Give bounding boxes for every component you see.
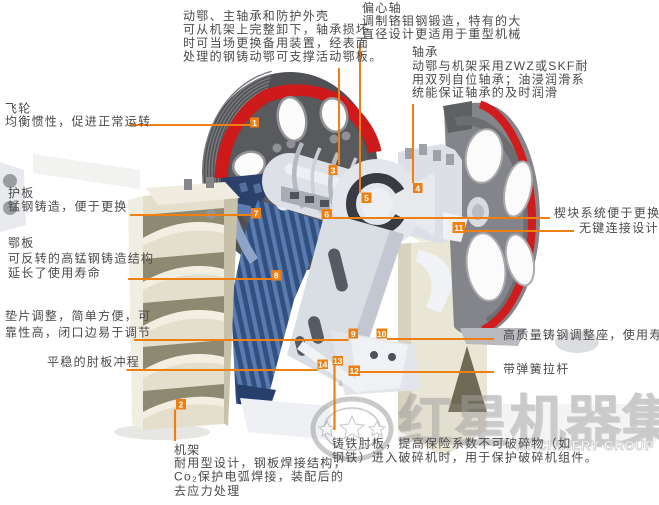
svg-text:无键连接设计: 无键连接设计	[579, 220, 659, 235]
svg-text:13: 13	[333, 356, 343, 366]
svg-text:带弹簧拉杆: 带弹簧拉杆	[503, 361, 570, 376]
svg-text:去应力处理: 去应力处理	[174, 483, 241, 498]
svg-text:动鄂与机架采用ZWZ或SKF耐: 动鄂与机架采用ZWZ或SKF耐	[412, 59, 589, 73]
svg-text:飞轮: 飞轮	[5, 102, 32, 116]
svg-text:14: 14	[318, 360, 328, 370]
svg-text:5: 5	[364, 193, 369, 203]
svg-text:3: 3	[331, 166, 336, 176]
svg-text:延长了使用寿命: 延长了使用寿命	[8, 265, 101, 280]
svg-text:鄂板: 鄂板	[8, 236, 35, 250]
svg-text:1: 1	[252, 118, 257, 128]
svg-text:楔块系统便于更换: 楔块系统便于更换	[554, 206, 659, 220]
svg-text:红星机器集团: 红星机器集团	[398, 391, 659, 454]
svg-text:高质量铸钢调整座，使用寿命长: 高质量铸钢调整座，使用寿命长	[503, 327, 659, 342]
svg-text:MACHINERY GROUP: MACHINERY GROUP	[516, 438, 654, 453]
svg-text:平稳的肘板冲程: 平稳的肘板冲程	[47, 354, 140, 369]
svg-text:6: 6	[324, 210, 329, 220]
svg-text:偏心轴: 偏心轴	[362, 0, 402, 15]
svg-text:轴承: 轴承	[412, 44, 439, 59]
svg-text:垫片调整，简单方便，可: 垫片调整，简单方便，可	[5, 308, 151, 323]
svg-text:红星机器集团: 红星机器集团	[397, 390, 659, 453]
svg-text:7: 7	[254, 209, 259, 219]
svg-text:钢铁）进入破碎机时，用于保护破碎机组件。: 钢铁）进入破碎机时，用于保护破碎机组件。	[332, 450, 598, 465]
svg-text:调制铬钼钢锻造，特有的大: 调制铬钼钢锻造，特有的大	[362, 13, 522, 28]
svg-text:耐用型设计，钢板焊接结构，: 耐用型设计，钢板焊接结构，	[174, 455, 347, 470]
svg-text:统能保证轴承的及时润滑: 统能保证轴承的及时润滑	[412, 85, 558, 100]
svg-text:12: 12	[349, 366, 359, 376]
svg-text:锰钢铸造，便于更换: 锰钢铸造，便于更换	[8, 199, 128, 214]
svg-text:8: 8	[274, 271, 279, 281]
svg-text:铸铁肘板，提高保险系数不可破碎物（如: 铸铁肘板，提高保险系数不可破碎物（如	[332, 436, 571, 451]
svg-text:4: 4	[415, 184, 420, 194]
svg-text:处理的钢铸动鄂可支撑活动鄂板。: 处理的钢铸动鄂可支撑活动鄂板。	[183, 49, 383, 64]
svg-text:直径设计更适用于重型机械: 直径设计更适用于重型机械	[362, 26, 522, 41]
svg-text:靠性高，闭口边易于调节: 靠性高，闭口边易于调节	[5, 325, 151, 340]
svg-text:机架: 机架	[174, 443, 201, 457]
svg-text:Co₂保护电弧焊接，装配后的: Co₂保护电弧焊接，装配后的	[174, 469, 344, 484]
svg-text:时可当场更换备用装置，经表面: 时可当场更换备用装置，经表面	[183, 36, 369, 50]
svg-text:10: 10	[377, 329, 387, 339]
svg-text:均衡惯性，促进正常运转: 均衡惯性，促进正常运转	[5, 114, 151, 129]
svg-text:11: 11	[454, 223, 463, 233]
svg-text:可反转的高锰钢铸造结构: 可反转的高锰钢铸造结构	[8, 251, 154, 266]
svg-text:用双列自位轴承；油浸润滑系: 用双列自位轴承；油浸润滑系	[412, 72, 585, 87]
svg-text:2: 2	[179, 400, 184, 410]
svg-text:护板: 护板	[8, 186, 35, 200]
svg-text:9: 9	[351, 329, 356, 339]
svg-text:可从机架上完整卸下，轴承损坏: 可从机架上完整卸下，轴承损坏	[183, 22, 369, 37]
svg-text:动鄂、主轴承和防护外壳: 动鄂、主轴承和防护外壳	[183, 8, 329, 23]
